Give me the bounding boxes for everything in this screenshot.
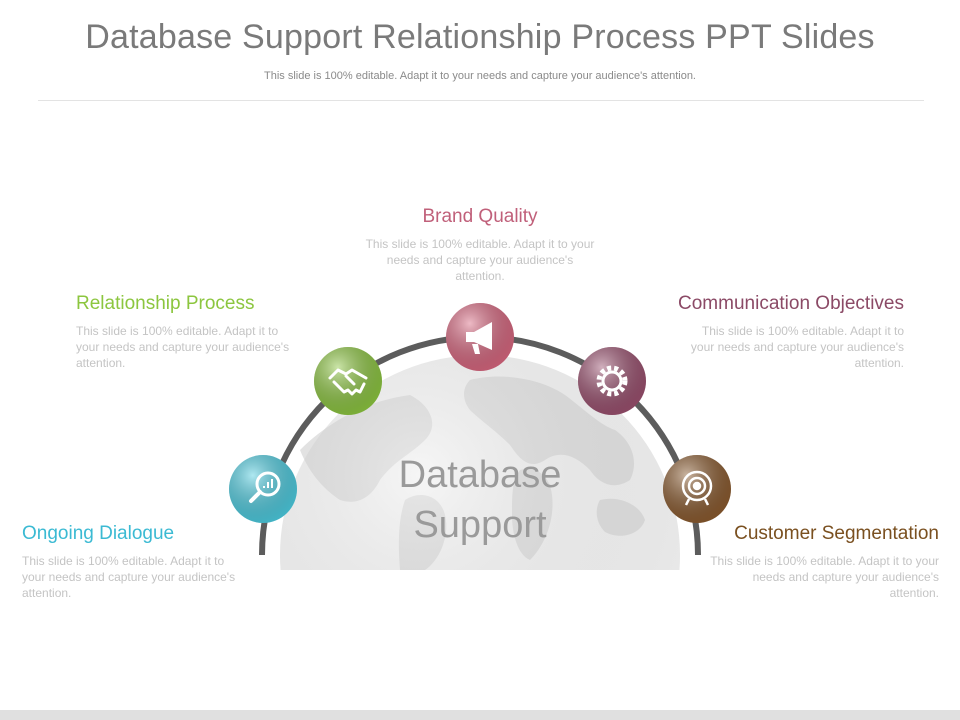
slide-title: Database Support Relationship Process PP…	[85, 18, 875, 56]
label-customer-segmentation-body: This slide is 100% editable. Adapt it to…	[710, 554, 939, 600]
label-brand-quality-body: This slide is 100% editable. Adapt it to…	[365, 237, 595, 283]
label-relationship-process: Relationship Process This slide is 100% …	[76, 293, 291, 371]
label-relationship-process-body: This slide is 100% editable. Adapt it to…	[76, 324, 290, 370]
target-icon	[681, 470, 713, 506]
label-customer-segmentation: Customer Segmentation This slide is 100%…	[710, 523, 939, 601]
handshake-icon	[328, 368, 368, 396]
label-customer-segmentation-title: Customer Segmentation	[734, 523, 939, 544]
node-relationship-process[interactable]	[314, 347, 382, 415]
label-brand-quality: Brand Quality This slide is 100% editabl…	[365, 206, 595, 284]
node-communication-objectives[interactable]	[578, 347, 646, 415]
label-communication-objectives: Communication Objectives This slide is 1…	[676, 293, 904, 371]
megaphone-icon	[466, 322, 492, 354]
label-communication-objectives-body: This slide is 100% editable. Adapt it to…	[690, 324, 904, 370]
label-ongoing-dialogue-title: Ongoing Dialogue	[22, 523, 175, 544]
center-label-line1: Database	[398, 454, 562, 496]
label-ongoing-dialogue-body: This slide is 100% editable. Adapt it to…	[22, 554, 236, 600]
center-label: Database Support	[330, 450, 630, 550]
gear-icon	[596, 365, 628, 397]
node-brand-quality[interactable]	[446, 303, 514, 371]
slide-subtitle: This slide is 100% editable. Adapt it to…	[264, 70, 696, 82]
globe-graphic	[280, 355, 680, 570]
label-communication-objectives-title: Communication Objectives	[678, 293, 904, 314]
search-chart-icon	[249, 471, 281, 503]
node-customer-segmentation[interactable]	[663, 455, 731, 523]
title-divider	[38, 100, 924, 101]
label-relationship-process-title: Relationship Process	[76, 293, 255, 314]
label-brand-quality-title: Brand Quality	[422, 206, 538, 227]
center-label-line2: Support	[413, 504, 547, 546]
label-ongoing-dialogue: Ongoing Dialogue This slide is 100% edit…	[22, 523, 237, 601]
node-ongoing-dialogue[interactable]	[229, 455, 297, 523]
bottom-bar	[0, 710, 960, 720]
